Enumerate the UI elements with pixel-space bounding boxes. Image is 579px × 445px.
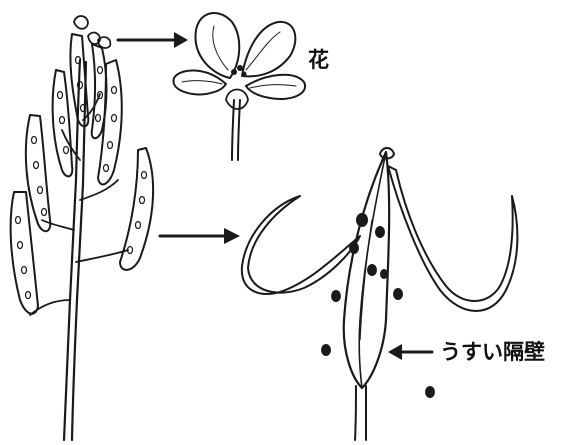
pod-right-1	[98, 60, 122, 184]
seeds	[321, 213, 435, 398]
arrow-to-pod	[160, 228, 240, 244]
septum-label: うすい隔壁	[440, 342, 545, 363]
arrow-to-septum	[388, 344, 432, 360]
plant-stalk	[30, 60, 128, 440]
arrow-to-flower	[118, 32, 188, 48]
flower-label: 花	[308, 50, 329, 71]
opened-pod	[242, 148, 518, 440]
pod-seeds	[16, 57, 147, 299]
flower	[173, 13, 305, 160]
buds	[74, 16, 110, 48]
